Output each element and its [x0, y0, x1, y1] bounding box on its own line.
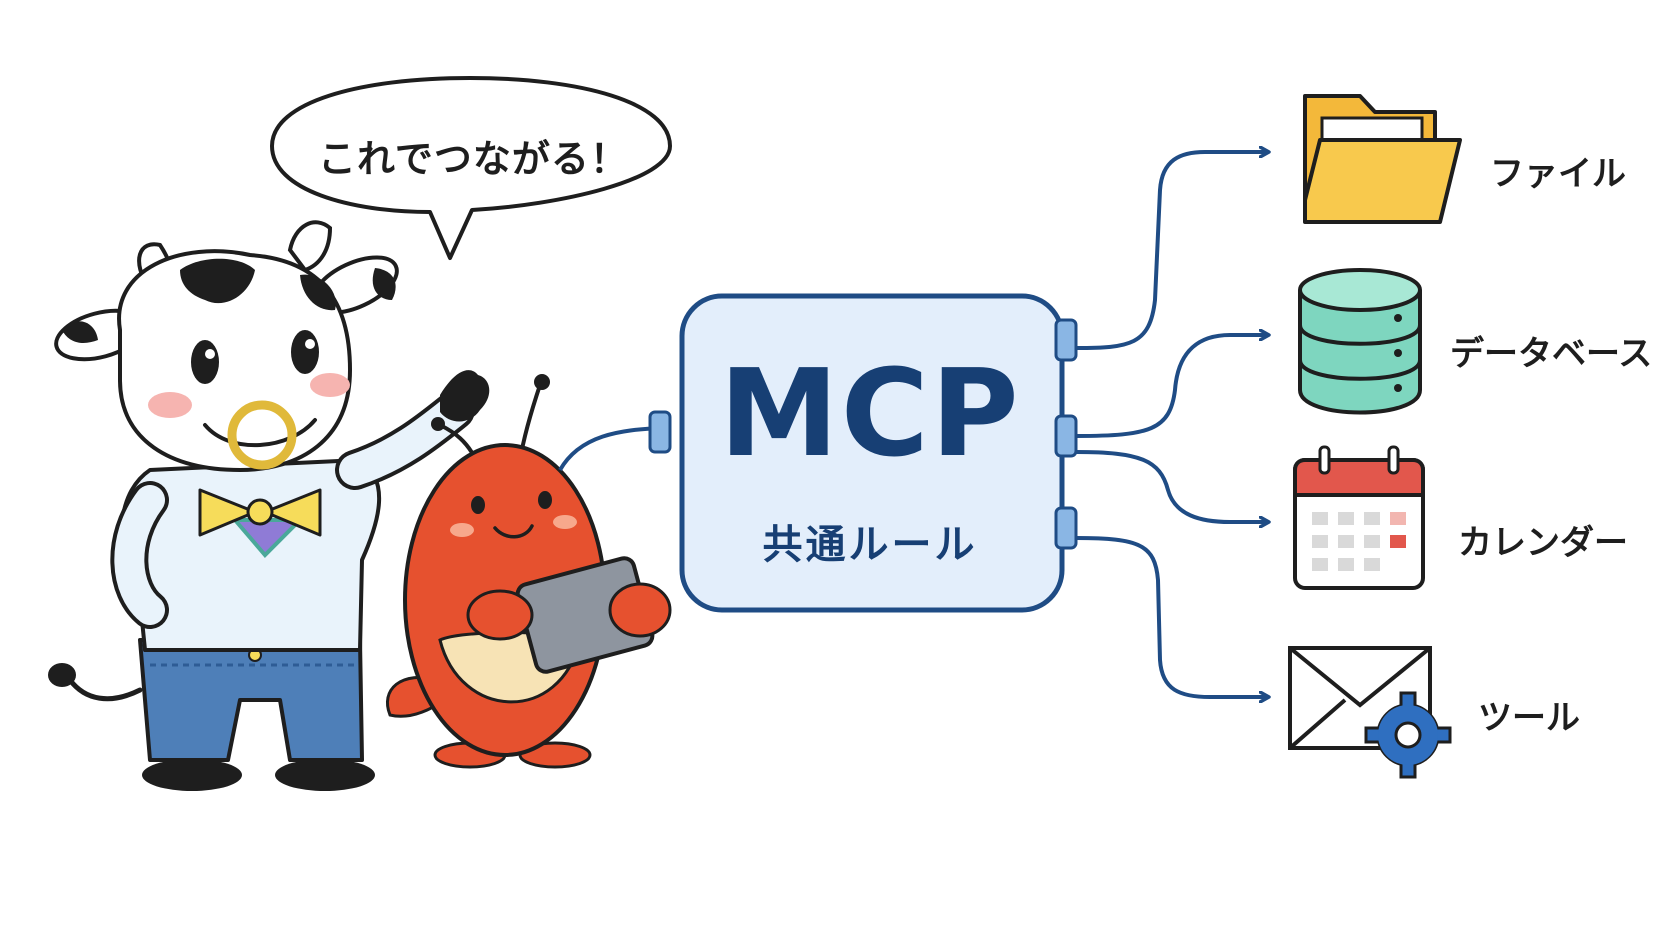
calendar-icon	[1293, 445, 1425, 590]
resource-label-tool: ツール	[1478, 698, 1580, 738]
lobster-mascot	[386, 374, 672, 769]
mail-gear-icon	[1288, 646, 1452, 779]
resource-label-database: データベース	[1450, 334, 1653, 374]
connector-lobster-hub	[558, 426, 661, 472]
resource-label-file: ファイル	[1490, 154, 1626, 194]
speech-bubble	[270, 76, 672, 260]
hub-port-left	[648, 410, 672, 454]
hub-port-1	[1054, 318, 1078, 362]
folder-icon	[1303, 94, 1462, 224]
cow-mascot	[48, 220, 490, 791]
hub-title: MCP	[719, 345, 1021, 484]
resource-label-calendar: カレンダー	[1458, 523, 1628, 563]
arrow-to-calendar	[1075, 450, 1268, 522]
hub-subtitle: 共通ルール	[762, 522, 978, 568]
arrow-to-file	[1075, 152, 1268, 350]
arrow-to-database	[1075, 335, 1268, 438]
database-icon	[1298, 268, 1422, 415]
speech-bubble-text: これでつながる！	[318, 137, 629, 181]
connector-arrows	[1075, 152, 1268, 697]
hub-port-3	[1054, 506, 1078, 550]
arrow-to-tool	[1075, 536, 1268, 697]
